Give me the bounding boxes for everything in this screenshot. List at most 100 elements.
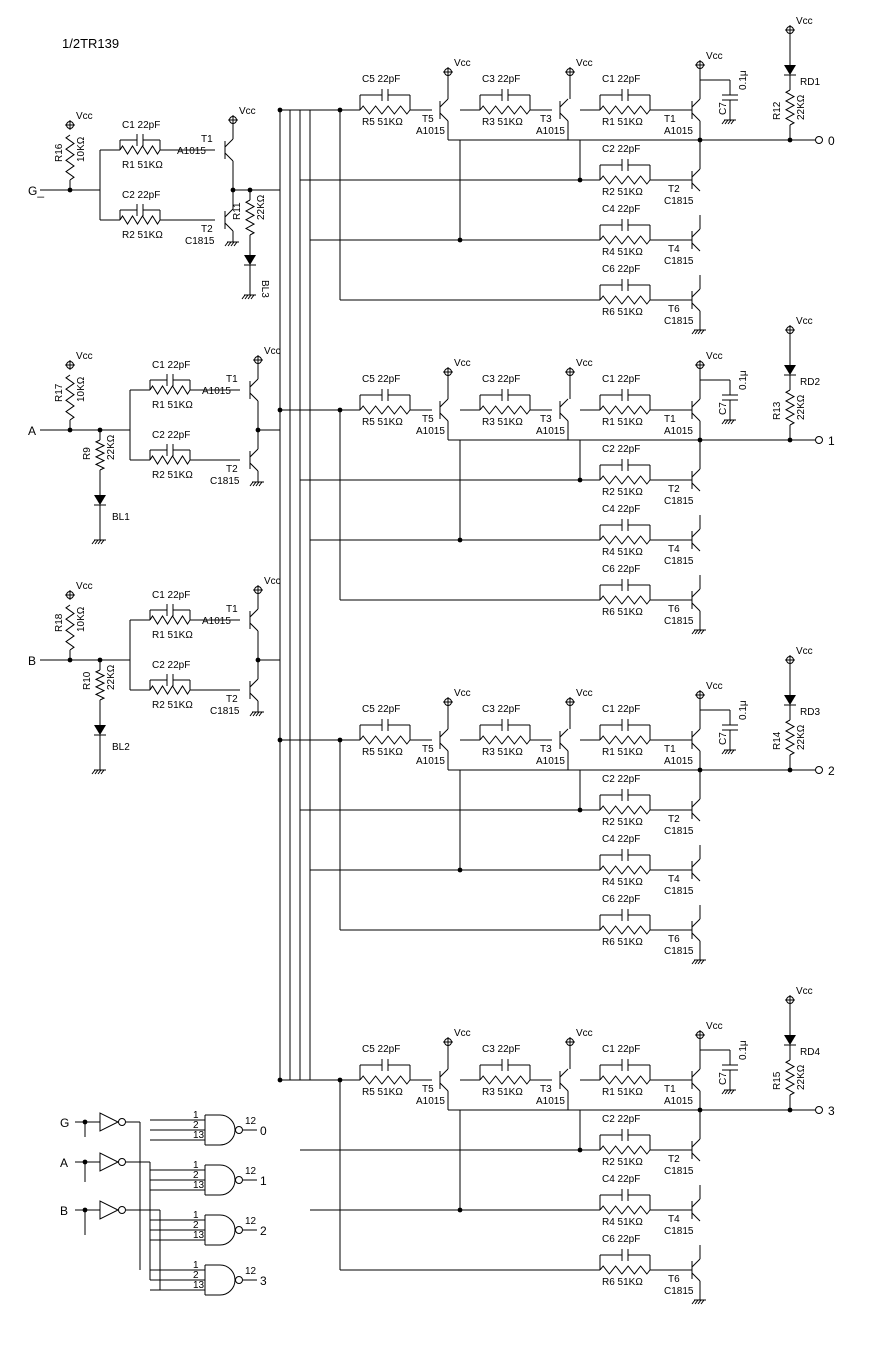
transistor-t3 bbox=[559, 742, 569, 752]
ground-symbol bbox=[91, 539, 96, 545]
resistor-value: 22KΩ bbox=[796, 394, 807, 420]
part-label: C6 22pF bbox=[602, 1234, 640, 1245]
logic-input-label: A bbox=[60, 1156, 68, 1170]
transistor-label: T4 bbox=[668, 1214, 680, 1225]
resistor-label: R9 bbox=[82, 447, 93, 460]
transistor-t1 bbox=[224, 138, 234, 148]
transistor-t1 bbox=[249, 608, 259, 618]
ground-symbol bbox=[730, 1089, 735, 1095]
part-value: 0.1μ bbox=[738, 1040, 749, 1060]
ground-symbol bbox=[97, 769, 102, 775]
part-label: C6 22pF bbox=[602, 264, 640, 275]
part-label: R5 51KΩ bbox=[362, 417, 403, 428]
resistor-r3 bbox=[479, 105, 531, 115]
junction-dot bbox=[277, 107, 283, 113]
pin-label: 13 bbox=[193, 1280, 205, 1291]
transistor bbox=[691, 872, 701, 882]
transistor-part: A1015 bbox=[536, 1096, 565, 1107]
vcc-label: Vcc bbox=[576, 358, 593, 369]
resistor-label: R11 bbox=[232, 202, 243, 220]
transistor bbox=[691, 242, 701, 252]
part-label: C7 bbox=[718, 732, 729, 745]
part-label: R6 51KΩ bbox=[602, 1277, 643, 1288]
ground-symbol bbox=[230, 241, 235, 247]
logic-output-label: 0 bbox=[260, 1124, 267, 1138]
resistor-value: 22KΩ bbox=[796, 724, 807, 750]
ground-symbol bbox=[697, 959, 702, 965]
vcc-label: Vcc bbox=[454, 358, 471, 369]
ground-symbol bbox=[694, 629, 699, 635]
resistor bbox=[599, 595, 651, 605]
ground-symbol bbox=[724, 1089, 729, 1095]
transistor bbox=[691, 482, 701, 492]
transistor bbox=[691, 812, 701, 822]
part-label: C2 22pF bbox=[152, 660, 190, 671]
transistor-label: T1 bbox=[664, 414, 676, 425]
resistor-label: R14 bbox=[772, 731, 783, 750]
transistor-part: A1015 bbox=[664, 426, 693, 437]
resistor-r2 bbox=[149, 685, 191, 695]
transistor-part: C1815 bbox=[664, 256, 694, 267]
transistor-label: T1 bbox=[664, 114, 676, 125]
transistor-t1 bbox=[691, 112, 701, 122]
and-gate bbox=[219, 1114, 236, 1146]
transistor-label: T3 bbox=[540, 414, 552, 425]
resistor bbox=[599, 1265, 651, 1275]
vcc-label: Vcc bbox=[76, 581, 93, 592]
vcc-label: Vcc bbox=[264, 346, 281, 357]
pin-label: 2 bbox=[193, 1120, 199, 1131]
transistor-t3 bbox=[559, 112, 569, 122]
transistor-label: T1 bbox=[664, 1084, 676, 1095]
transistor bbox=[691, 182, 701, 192]
vcc-label: Vcc bbox=[706, 51, 723, 62]
transistor-label: T2 bbox=[668, 184, 680, 195]
led-resistor bbox=[784, 389, 796, 426]
ground-symbol bbox=[727, 1089, 732, 1095]
terminal bbox=[235, 1226, 243, 1234]
resistor-label: R18 bbox=[54, 613, 65, 632]
buffer-gate bbox=[99, 1200, 120, 1220]
transistor bbox=[691, 602, 701, 612]
vcc-label: Vcc bbox=[576, 688, 593, 699]
part-label: C2 22pF bbox=[602, 144, 640, 155]
transistor-part: A1015 bbox=[536, 756, 565, 767]
resistor bbox=[599, 805, 651, 815]
ground-symbol bbox=[100, 769, 105, 775]
terminal bbox=[815, 136, 823, 144]
ground-symbol bbox=[258, 481, 263, 487]
buffer-gate bbox=[99, 1112, 120, 1132]
led-label: RD4 bbox=[800, 1047, 820, 1058]
ground-symbol bbox=[694, 959, 699, 965]
vcc-label: Vcc bbox=[239, 106, 256, 117]
transistor-part: A1015 bbox=[202, 386, 231, 397]
part-label: R3 51KΩ bbox=[482, 117, 523, 128]
ground-symbol bbox=[100, 539, 105, 545]
transistor-label: T3 bbox=[540, 1084, 552, 1095]
resistor-r5 bbox=[359, 405, 411, 415]
transistor-t3 bbox=[559, 1068, 569, 1078]
transistor-part: C1815 bbox=[664, 946, 694, 957]
transistor bbox=[691, 1198, 701, 1208]
pin-label: 2 bbox=[193, 1270, 199, 1281]
part-label: C2 22pF bbox=[602, 774, 640, 785]
part-label: R2 51KΩ bbox=[152, 470, 193, 481]
led-icon bbox=[784, 65, 796, 75]
transistor-part: C1815 bbox=[664, 1286, 694, 1297]
transistor bbox=[691, 588, 701, 598]
ground-symbol bbox=[724, 119, 729, 125]
transistor-label: T6 bbox=[668, 604, 680, 615]
resistor-r1 bbox=[599, 405, 651, 415]
led-resistor bbox=[784, 89, 796, 126]
transistor-label: T1 bbox=[664, 744, 676, 755]
ground-symbol bbox=[691, 1299, 696, 1305]
terminal bbox=[118, 1118, 126, 1126]
led-icon bbox=[94, 725, 106, 735]
input-label: B bbox=[28, 654, 36, 668]
pin-label: 13 bbox=[193, 1180, 205, 1191]
vcc-label: Vcc bbox=[454, 688, 471, 699]
transistor bbox=[691, 932, 701, 942]
transistor bbox=[691, 1258, 701, 1268]
ground-symbol bbox=[252, 481, 257, 487]
led-icon bbox=[244, 255, 256, 265]
part-label: R4 51KΩ bbox=[602, 547, 643, 558]
